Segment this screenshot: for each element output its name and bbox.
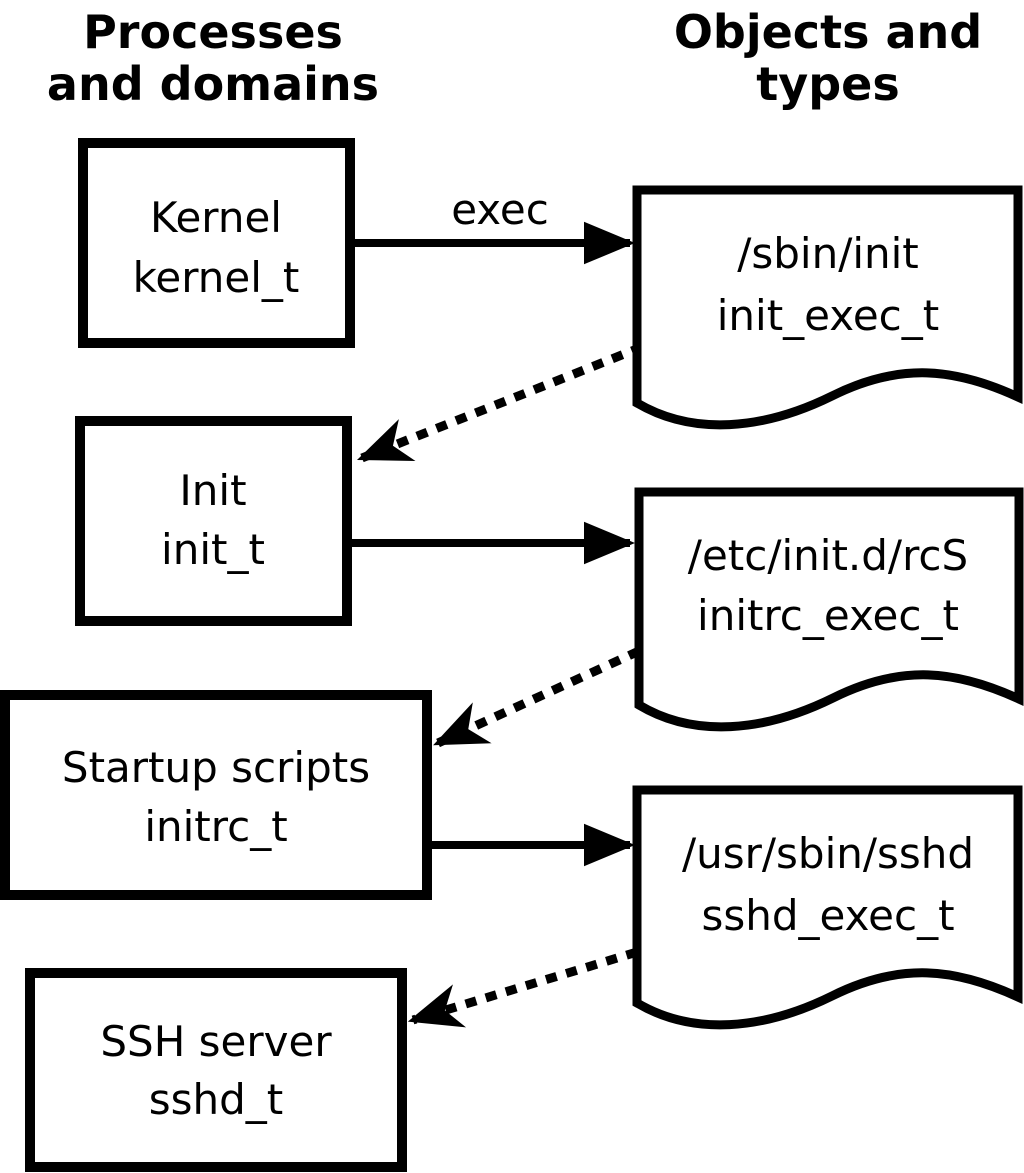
column-header-objects: Objects and types xyxy=(674,5,982,111)
header-processes-line2: and domains xyxy=(47,57,379,111)
transition-arrow-init-exec-to-init xyxy=(356,342,644,463)
process-type-ssh-server: sshd_t xyxy=(149,1075,284,1124)
process-box-startup-scripts xyxy=(0,690,432,900)
object-type-sbin-init: init_exec_t xyxy=(717,291,940,340)
process-name-ssh-server: SSH server xyxy=(100,1017,332,1066)
process-box-kernel xyxy=(78,138,355,348)
transition-arrow-sshd-exec-to-sshd xyxy=(407,947,639,1028)
object-doc-etc-initd-rcS xyxy=(634,487,1024,732)
object-path-etc-initd-rcS: /etc/init.d/rcS xyxy=(688,531,968,580)
exec-arrow-kernel-to-sbin-init: exec xyxy=(352,185,636,265)
process-node-init: Init init_t xyxy=(75,416,352,626)
object-node-usr-sbin-sshd: /usr/sbin/sshd sshd_exec_t xyxy=(632,785,1023,1030)
process-node-startup-scripts: Startup scripts initrc_t xyxy=(0,690,432,900)
process-box-init xyxy=(75,416,352,626)
process-name-startup-scripts: Startup scripts xyxy=(62,743,370,792)
object-type-etc-initd-rcS: initrc_exec_t xyxy=(697,591,959,640)
object-path-usr-sbin-sshd: /usr/sbin/sshd xyxy=(682,829,974,878)
object-type-usr-sbin-sshd: sshd_exec_t xyxy=(701,891,954,940)
process-name-init: Init xyxy=(179,466,246,515)
process-box-ssh-server xyxy=(25,968,407,1172)
object-doc-usr-sbin-sshd xyxy=(632,785,1023,1030)
process-node-ssh-server: SSH server sshd_t xyxy=(25,968,407,1172)
transition-arrow-initrc-exec-to-initrc xyxy=(433,646,641,748)
header-objects-line1: Objects and xyxy=(674,5,982,59)
exec-arrow-label: exec xyxy=(451,185,549,234)
object-doc-sbin-init xyxy=(632,185,1023,430)
process-type-kernel: kernel_t xyxy=(133,253,300,302)
header-processes-line1: Processes xyxy=(83,5,343,59)
object-path-sbin-init: /sbin/init xyxy=(737,229,919,278)
process-type-init: init_t xyxy=(161,525,265,574)
process-name-kernel: Kernel xyxy=(150,193,282,242)
column-header-processes: Processes and domains xyxy=(47,5,379,111)
object-node-sbin-init: /sbin/init init_exec_t xyxy=(632,185,1023,430)
process-type-startup-scripts: initrc_t xyxy=(144,802,287,851)
object-node-etc-initd-rcS: /etc/init.d/rcS initrc_exec_t xyxy=(634,487,1024,732)
process-node-kernel: Kernel kernel_t xyxy=(78,138,355,348)
header-objects-line2: types xyxy=(756,57,899,111)
